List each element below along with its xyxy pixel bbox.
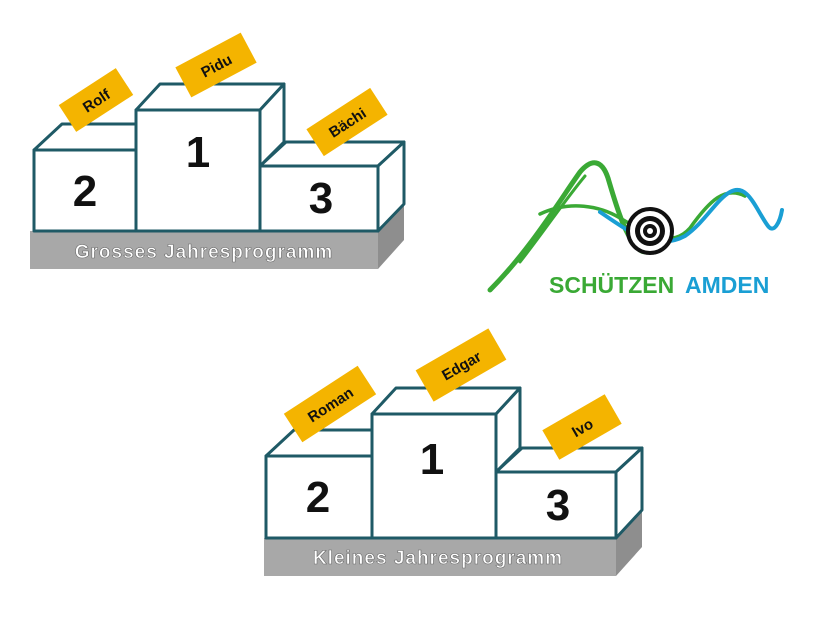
rank-second-large: 2 [73, 167, 97, 216]
block-third-large [258, 140, 406, 233]
plinth-large-side [378, 200, 404, 269]
logo-word-amden: AMDEN [685, 272, 769, 298]
block-third-small [494, 446, 644, 540]
block-first-large [134, 82, 286, 233]
block-first-small [370, 386, 522, 540]
program-label-small: Kleines Jahresprogramm [313, 548, 563, 569]
rank-first-small: 1 [420, 435, 444, 484]
block-second-large [32, 122, 166, 233]
tag-third-small: Ivo [542, 394, 622, 460]
plinth-small [264, 538, 616, 576]
rank-second-small: 2 [306, 473, 330, 522]
rank-third-small: 3 [546, 481, 570, 530]
logo-schuetzen-amden: SCHÜTZEN AMDEN [487, 160, 784, 298]
logo-swoosh-green-inner [518, 174, 587, 264]
tag-second-large: Rolf [58, 68, 134, 132]
plinth-small-side [616, 507, 642, 576]
rank-first-large: 1 [186, 128, 210, 177]
tag-first-large: Pidu [175, 32, 257, 98]
block-second-small [264, 428, 402, 540]
logo-swoosh-green [487, 160, 653, 293]
target-icon [626, 207, 674, 255]
podium-small: Kleines Jahresprogramm 2 3 1 Roman Ed [264, 328, 644, 576]
plinth-large [30, 231, 378, 269]
podium-large: Grosses Jahresprogramm 2 3 1 Rolf Pid [30, 32, 406, 269]
logo-word-schuetzen: SCHÜTZEN [549, 272, 674, 298]
rank-third-large: 3 [309, 174, 333, 223]
program-label-large: Grosses Jahresprogramm [75, 242, 334, 263]
